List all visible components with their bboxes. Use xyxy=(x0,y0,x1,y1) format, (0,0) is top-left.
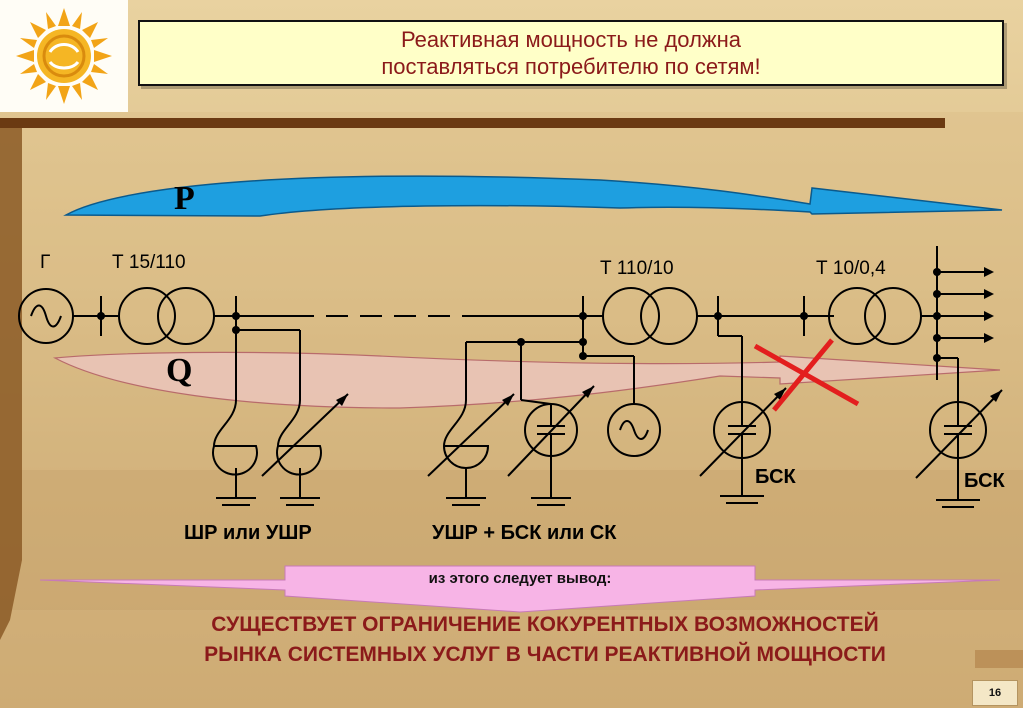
title-line-1: Реактивная мощность не должна xyxy=(400,27,742,52)
q-label: Q xyxy=(166,352,193,389)
transformer-1-label: Т 15/110 xyxy=(112,252,186,273)
group-label-left: ШР или УШР xyxy=(184,522,312,544)
transformer-t2-winding-1 xyxy=(602,287,660,345)
q-flow-arrow xyxy=(52,351,1001,409)
ushr-middle-icon xyxy=(442,399,490,469)
synchronous-compensator-symbol xyxy=(607,403,661,457)
junction-dots xyxy=(97,268,941,362)
conclusion-banner-arrow xyxy=(39,565,1001,613)
top-divider-bar xyxy=(0,118,945,128)
page-number: 16 xyxy=(972,680,1018,706)
bottom-right-bar xyxy=(975,650,1023,668)
title-line-2: поставляться потребителю по сетям! xyxy=(381,54,761,79)
bsk-label-1: БСК xyxy=(755,466,796,488)
bsk-label-2: БСК xyxy=(964,470,1005,492)
shunt-reactor-icon xyxy=(212,399,258,476)
group-label-middle: УШР + БСК или СК xyxy=(432,522,617,544)
ushr-adjust-arrow xyxy=(261,393,349,477)
red-cross-icon xyxy=(753,338,860,412)
conclusion-line-2: РЫНКА СИСТЕМНЫХ УСЛУГ В ЧАСТИ РЕАКТИВНОЙ… xyxy=(204,643,886,666)
p-label: P xyxy=(174,180,195,217)
p-flow-arrow xyxy=(63,175,1003,217)
transformer-2-label: Т 110/10 xyxy=(600,258,674,279)
conclusion-banner-text: из этого следует вывод: xyxy=(428,570,612,587)
transformer-t3-winding-1 xyxy=(828,287,886,345)
generator-label: Г xyxy=(40,252,51,273)
company-logo-icon xyxy=(16,8,112,104)
sc-sine-icon xyxy=(619,420,649,440)
logo-panel xyxy=(0,0,128,112)
conclusion-text: СУЩЕСТВУЕТ ОГРАНИЧЕНИЕ КОКУРЕНТНЫХ ВОЗМО… xyxy=(130,610,960,670)
generator-sine-icon xyxy=(30,304,62,328)
controllable-reactor-icon xyxy=(276,399,322,476)
transformer-t1-winding-1 xyxy=(118,287,176,345)
conclusion-line-1: СУЩЕСТВУЕТ ОГРАНИЧЕНИЕ КОКУРЕНТНЫХ ВОЗМО… xyxy=(211,613,879,636)
title-box: Реактивная мощность не должна поставлять… xyxy=(138,20,1004,86)
transformer-3-label: Т 10/0,4 xyxy=(816,258,886,279)
left-border-bar xyxy=(0,128,22,640)
